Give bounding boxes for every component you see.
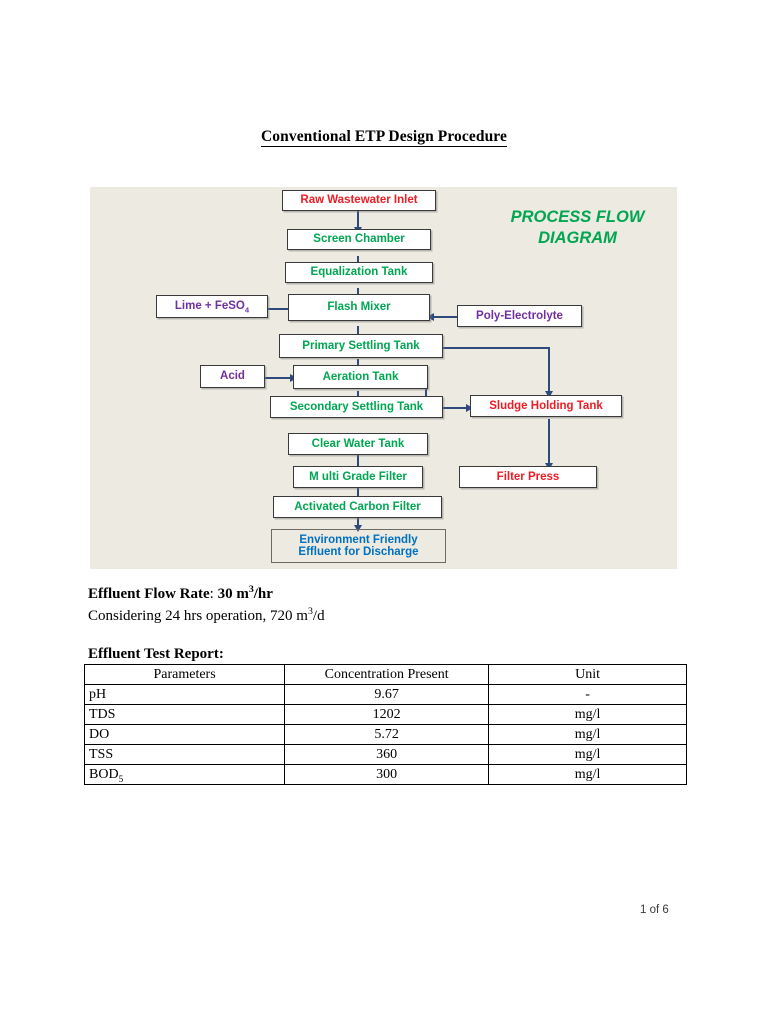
table-row: DO 5.72 mg/l [83, 724, 687, 745]
connector-sludge-to-filterpress [548, 419, 550, 467]
cell-parameter: BOD5 [83, 764, 286, 785]
node-label-subscript: 4 [244, 305, 250, 315]
node-poly-electrolyte[interactable]: Poly-Electrolyte [457, 305, 582, 327]
cell-unit: mg/l [488, 764, 687, 785]
node-label: Clear Water Tank [311, 437, 405, 450]
node-lime-feso4[interactable]: Lime + FeSO4 [156, 295, 268, 318]
consideration-exponent: 3 [307, 606, 313, 617]
node-label: M ulti Grade Filter [309, 470, 407, 483]
consideration-text-before: Considering 24 hrs operation, 720 m [88, 608, 308, 624]
effluent-test-report-table: Parameters Concentration Present Unit pH… [83, 664, 687, 785]
effluent-test-report-label: Effluent Test Report: [88, 646, 224, 662]
effluent-flow-rate-exponent: 3 [248, 584, 254, 595]
effluent-flow-rate-value: 30 m [217, 586, 249, 602]
node-label-line1: Environment Friendly [299, 533, 418, 546]
page-footer: 1 of 6 [640, 904, 669, 916]
node-raw-wastewater-inlet[interactable]: Raw Wastewater Inlet [282, 190, 436, 211]
node-label: Aeration Tank [322, 370, 399, 383]
node-activated-carbon-filter[interactable]: Activated Carbon Filter [273, 496, 442, 518]
node-label: Equalization Tank [310, 266, 408, 279]
connector-secondary-to-sludge [443, 407, 470, 409]
connector-poly-to-flashmixer [431, 316, 457, 318]
table-header-unit: Unit [488, 664, 687, 685]
cell-parameter: TSS [83, 744, 286, 765]
effluent-flow-rate-label: Effluent Flow Rate [88, 586, 210, 602]
node-label: Poly-Electrolyte [476, 309, 563, 322]
process-flow-diagram: PROCESS FLOW DIAGRAM Raw Wastewater Inle… [90, 187, 677, 569]
node-label: Filter Press [496, 470, 560, 483]
table-row: BOD5 300 mg/l [83, 764, 687, 785]
cell-parameter: DO [83, 724, 286, 745]
connector-primary-to-sludge-v [548, 347, 550, 395]
connector-lime-to-flashmixer [268, 308, 294, 310]
node-label: Acid [220, 370, 245, 383]
cell-unit: mg/l [488, 724, 687, 745]
node-label: Screen Chamber [313, 233, 405, 246]
node-filter-press[interactable]: Filter Press [459, 466, 597, 488]
effluent-flow-rate-separator: : [209, 586, 218, 602]
node-secondary-settling-tank[interactable]: Secondary Settling Tank [270, 396, 443, 418]
consideration-text-after: /d [312, 608, 325, 624]
connector-carbon-to-effluent [357, 518, 359, 529]
node-label: Flash Mixer [327, 301, 391, 314]
arrowhead-primary-to-sludge [544, 391, 553, 398]
node-acid[interactable]: Acid [200, 365, 265, 388]
cell-parameter-subscript: 5 [118, 773, 124, 784]
cell-unit: - [488, 684, 687, 705]
effluent-flow-rate: Effluent Flow Rate: 30 m3/hr [88, 584, 273, 603]
page-title-text: Conventional ETP Design Procedure [260, 128, 507, 147]
node-primary-settling-tank[interactable]: Primary Settling Tank [279, 334, 443, 358]
connector-mgf-to-carbon [357, 488, 359, 502]
connector-return-sludge-v [425, 377, 427, 409]
node-aeration-tank[interactable]: Aeration Tank [293, 365, 428, 389]
node-label: Secondary Settling Tank [289, 400, 424, 413]
cell-concentration: 9.67 [284, 684, 490, 705]
connector-inlet-to-screen [357, 210, 359, 230]
node-label-line2: Effluent for Discharge [298, 546, 419, 558]
node-label: Activated Carbon Filter [294, 500, 421, 513]
node-sludge-holding-tank[interactable]: Sludge Holding Tank [470, 395, 622, 417]
arrowhead-poly-to-flashmixer [427, 312, 434, 321]
diagram-heading-line1: PROCESS FLOW [510, 208, 645, 226]
cell-unit: mg/l [488, 704, 687, 725]
arrowhead-carbon-to-effluent [353, 525, 362, 532]
table-row: TDS 1202 mg/l [83, 704, 687, 725]
cell-parameter: pH [83, 684, 286, 705]
cell-parameter-text: BOD [89, 766, 119, 782]
node-multi-grade-filter[interactable]: M ulti Grade Filter [293, 466, 423, 488]
node-equalization-tank[interactable]: Equalization Tank [285, 262, 433, 283]
node-clear-water-tank[interactable]: Clear Water Tank [288, 433, 428, 455]
node-label-text: Lime + FeSO [174, 300, 245, 313]
cell-concentration: 300 [284, 764, 490, 785]
cell-unit: mg/l [488, 744, 687, 765]
node-label: Raw Wastewater Inlet [300, 194, 418, 207]
page-title: Conventional ETP Design Procedure [0, 128, 768, 147]
table-header-row: Parameters Concentration Present Unit [83, 664, 687, 685]
node-label: Lime + FeSO4 [174, 300, 250, 315]
connector-primary-to-sludge-h [443, 347, 550, 349]
connector-acid-to-aeration [265, 377, 293, 379]
node-label: Primary Settling Tank [302, 339, 420, 352]
table-header-parameters: Parameters [83, 664, 286, 685]
cell-concentration: 5.72 [284, 724, 490, 745]
diagram-heading: PROCESS FLOW DIAGRAM [480, 207, 675, 250]
operation-consideration: Considering 24 hrs operation, 720 m3/d [88, 606, 325, 625]
table-row: TSS 360 mg/l [83, 744, 687, 765]
node-effluent-for-discharge[interactable]: Environment Friendly Effluent for Discha… [271, 529, 446, 563]
connector-clearwater-to-mgf [357, 455, 359, 472]
cell-parameter: TDS [83, 704, 286, 725]
cell-concentration: 360 [284, 744, 490, 765]
table-row: pH 9.67 - [83, 684, 687, 705]
table-header-concentration: Concentration Present [284, 664, 490, 685]
cell-concentration: 1202 [284, 704, 490, 725]
effluent-flow-rate-unit: /hr [253, 586, 273, 602]
node-flash-mixer[interactable]: Flash Mixer [288, 294, 430, 321]
diagram-heading-line2: DIAGRAM [538, 229, 617, 248]
arrowhead-secondary-to-sludge [466, 403, 473, 412]
node-screen-chamber[interactable]: Screen Chamber [287, 229, 431, 250]
node-label: Sludge Holding Tank [489, 399, 603, 412]
